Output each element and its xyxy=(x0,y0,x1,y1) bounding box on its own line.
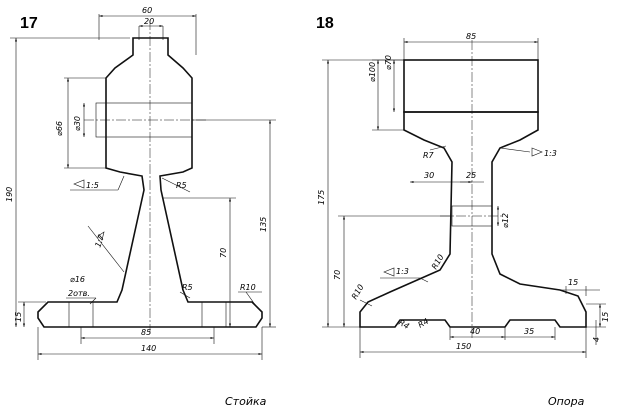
bolt-hole-left xyxy=(68,301,94,328)
dim-slot: 40 xyxy=(470,327,480,336)
dim-height-lower: 70 xyxy=(219,248,228,258)
dim-base-total-18: 150 xyxy=(456,342,471,351)
dim-fillet-web: R10 xyxy=(430,253,446,271)
dim-height-lower-18: 70 xyxy=(333,270,342,280)
dim-fillet-base: R10 xyxy=(240,283,256,292)
dim-dia-inner: ⌀70 xyxy=(384,55,393,70)
dim-taper-upper-18: 1:3 xyxy=(544,149,557,158)
dim-fillet-lower: R5 xyxy=(182,283,193,292)
figure-17: 17 60 20 ⌀66 ⌀30 1:5 R5 xyxy=(5,6,276,408)
dim-dia-outer: ⌀100 xyxy=(368,62,377,82)
dim-hole-18: ⌀12 xyxy=(501,213,510,228)
dim-hole-outer: ⌀66 xyxy=(55,121,64,136)
figure-18-number: 18 xyxy=(316,15,334,32)
dim-taper-upper: 1:5 xyxy=(86,181,99,190)
figure-18: 18 85 ⌀100 ⌀70 R7 1:3 xyxy=(316,15,610,408)
dim-taper-lower: 1:7 xyxy=(93,233,106,249)
support-outline xyxy=(359,111,587,328)
dim-base-total: 140 xyxy=(141,344,156,353)
dim-recess: 4 xyxy=(592,337,601,342)
dim-neck-width: 20 xyxy=(144,17,154,26)
dim-height-upper: 135 xyxy=(259,217,268,232)
dim-total-height: 190 xyxy=(5,187,14,202)
dim-web: 25 xyxy=(466,171,476,180)
dim-foot-width: 15 xyxy=(568,278,578,287)
dim-bolt-holes: ⌀16 xyxy=(70,275,85,284)
dim-slot-side: 35 xyxy=(524,327,534,336)
figure-17-number: 17 xyxy=(20,15,38,32)
dim-base-thickness: 15 xyxy=(14,312,23,322)
dim-r4-b: R4 xyxy=(417,317,431,330)
bolt-hole-right xyxy=(201,301,227,328)
dim-top-width: 60 xyxy=(142,6,152,15)
dim-half-width: 30 xyxy=(424,171,434,180)
dim-foot-height: 15 xyxy=(601,312,610,322)
caption-stand: Стойка xyxy=(225,395,267,408)
stand-outline xyxy=(37,37,263,328)
dim-fillet-base-18: R10 xyxy=(350,283,366,301)
dim-fillet-upper: R5 xyxy=(176,181,187,190)
caption-support: Опора xyxy=(548,395,585,408)
dim-base-inner: 85 xyxy=(141,328,151,337)
dim-hole-inner: ⌀30 xyxy=(73,116,82,131)
dim-holes-count: 2отв. xyxy=(68,289,90,298)
dim-top-width-18: 85 xyxy=(466,32,476,41)
dim-taper-lower-18: 1:3 xyxy=(396,267,409,276)
dim-total-height-18: 175 xyxy=(317,190,326,205)
support-cap xyxy=(403,59,539,113)
dim-fillet-top: R7 xyxy=(423,151,435,160)
